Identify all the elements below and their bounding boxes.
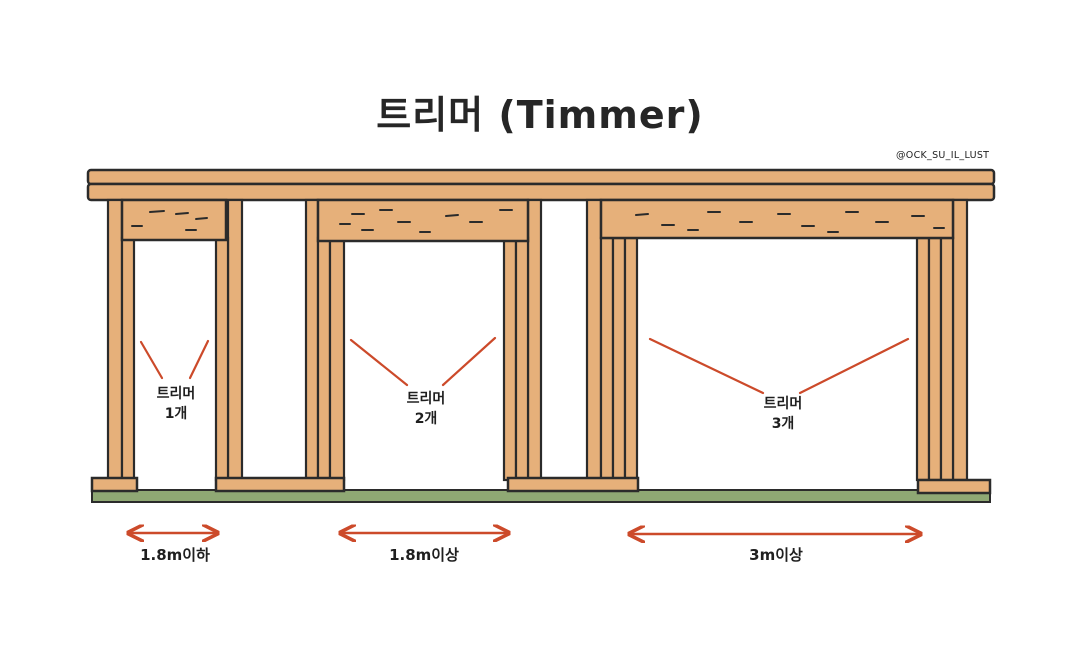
pointer-2-right (441, 336, 497, 387)
king-stud-4 (526, 198, 543, 482)
top-plate-upper (86, 168, 996, 186)
trimmer-2-left-b (328, 236, 346, 482)
pointer-1-left (139, 340, 164, 380)
trimmer-1-right (214, 236, 230, 482)
top-plate-lower (86, 182, 996, 202)
trimmer-2-left-a (316, 236, 332, 482)
trimmer-3-right-c (939, 236, 955, 482)
king-stud-3 (304, 198, 320, 482)
grain-dash (635, 213, 649, 216)
pointer-lines (139, 336, 910, 395)
king-stud-2 (226, 198, 244, 482)
bottom-plate-left (90, 476, 139, 493)
trimmer-label-2-line2: 2개 (415, 411, 438, 427)
header-2 (316, 198, 530, 243)
trimmer-3-right-b (927, 236, 943, 482)
trimmer-label-3-line2: 3개 (772, 416, 795, 432)
grain-dash (445, 214, 459, 217)
artist-credit: @OCK_SU_IL_LUST (896, 150, 990, 161)
pointer-1-right (188, 339, 210, 380)
header-1 (120, 198, 228, 242)
trimmer-3-left-b (611, 236, 627, 482)
trimmer-2-right-a (502, 236, 518, 482)
grain-dash (149, 210, 165, 213)
span-label-2: 1.8m이상 (389, 546, 459, 564)
trimmer-3-left-a (599, 236, 615, 482)
king-stud-6 (951, 198, 969, 482)
trimmer-label-3-line1: 트리머 (764, 396, 803, 412)
bottom-plate-right (916, 478, 992, 495)
span-label-3: 3m이상 (749, 546, 803, 564)
studs-group (106, 198, 969, 482)
pointer-3-left (648, 337, 765, 395)
trimmer-3-right-a (915, 236, 931, 482)
trimmer-label-1-line1: 트리머 (157, 386, 196, 402)
grain-dash (175, 212, 189, 215)
bottom-plate-mid-1 (214, 476, 346, 493)
diagram-title: 트리머 (Timmer) (376, 93, 704, 137)
span-label-1: 1.8m이하 (140, 546, 210, 564)
header-3 (599, 198, 955, 240)
king-stud-1 (106, 198, 124, 482)
grain-dash (195, 217, 208, 220)
trimmer-label-2-line1: 트리머 (407, 391, 446, 407)
trimmer-3-left-c (623, 236, 639, 482)
span-arrows (130, 533, 919, 534)
trimmer-2-right-b (514, 236, 530, 482)
wood-grain (131, 209, 945, 233)
pointer-2-left (349, 338, 409, 387)
pointer-3-right (798, 337, 910, 395)
king-stud-5 (585, 198, 603, 482)
trimmer-label-1-line2: 1개 (165, 406, 188, 422)
bottom-plate-mid-2 (506, 476, 640, 493)
trimmer-1-left (120, 236, 136, 482)
